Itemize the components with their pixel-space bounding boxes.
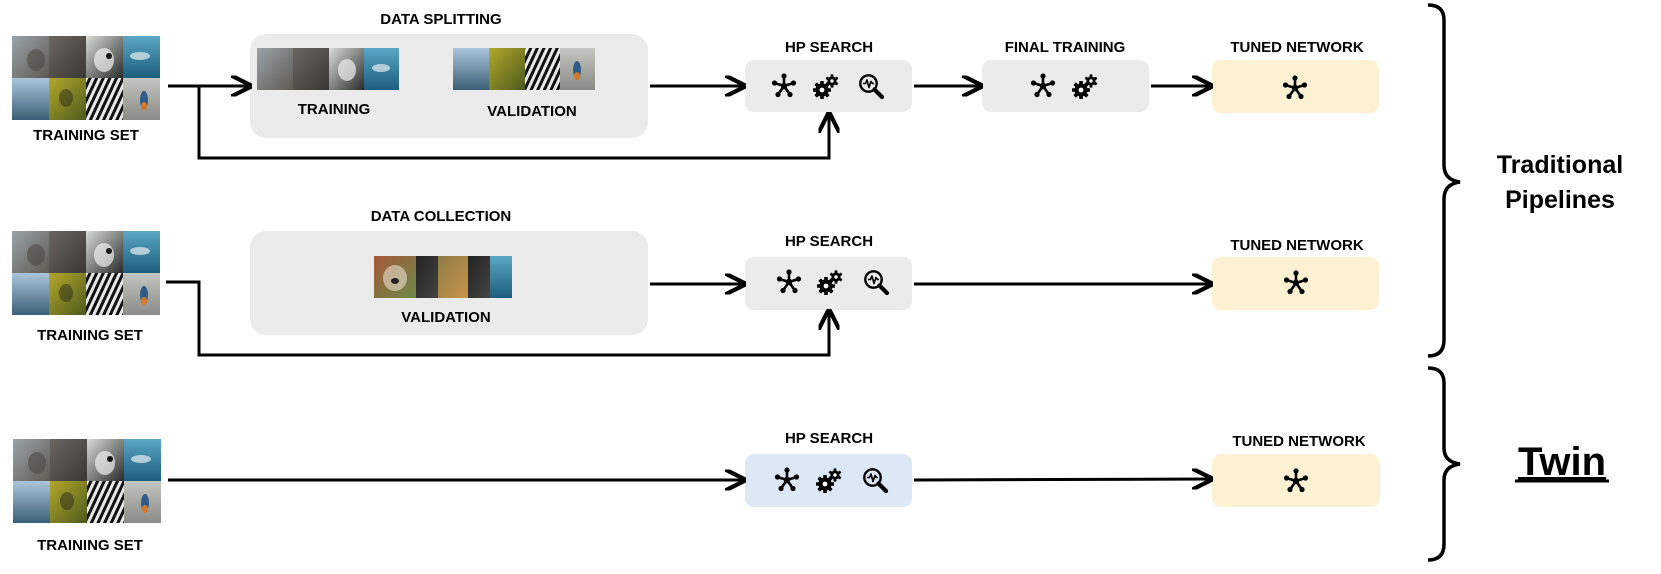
- validation-split-label: VALIDATION: [487, 103, 576, 120]
- data-collection-title: DATA COLLECTION: [371, 208, 512, 225]
- hp-search-label: HP SEARCH: [785, 233, 873, 250]
- tuned-network-label: TUNED NETWORK: [1230, 237, 1363, 254]
- validation-split-image: [453, 48, 595, 90]
- row-3: TRAINING SET HP SEARCH TUNED NETWORK: [13, 430, 1380, 554]
- row-2: TRAINING SET DATA COLLECTION VALIDATION …: [12, 208, 1379, 357]
- validation-collection-label: VALIDATION: [401, 309, 490, 326]
- arrow: [166, 280, 829, 357]
- twin-label: Twin: [1518, 440, 1606, 484]
- training-split-image: [257, 48, 399, 90]
- row-1: TRAINING SET DATA SPLITTING TRAINING VAL…: [12, 11, 1379, 160]
- traditional-label-line2: Pipelines: [1505, 186, 1615, 214]
- tuned-network-label: TUNED NETWORK: [1230, 39, 1363, 56]
- tuned-network-label: TUNED NETWORK: [1232, 433, 1365, 450]
- arrow: [197, 86, 829, 160]
- final-training-box: [982, 60, 1149, 112]
- traditional-label-line1: Traditional: [1497, 151, 1623, 179]
- training-set-image: [12, 231, 160, 315]
- training-set-label: TRAINING SET: [33, 127, 139, 144]
- arrow: [913, 479, 1209, 480]
- training-set-image: [13, 439, 161, 523]
- data-splitting-title: DATA SPLITTING: [380, 11, 501, 28]
- training-set-label: TRAINING SET: [37, 537, 143, 554]
- validation-collection-image: [374, 256, 512, 298]
- twin-brace: [1427, 366, 1461, 562]
- training-split-label: TRAINING: [298, 101, 371, 118]
- hp-search-label: HP SEARCH: [785, 39, 873, 56]
- training-set-label: TRAINING SET: [37, 327, 143, 344]
- training-set-image: [12, 36, 160, 120]
- traditional-brace: [1427, 3, 1461, 358]
- final-training-label: FINAL TRAINING: [1005, 39, 1126, 56]
- hp-search-label: HP SEARCH: [785, 430, 873, 447]
